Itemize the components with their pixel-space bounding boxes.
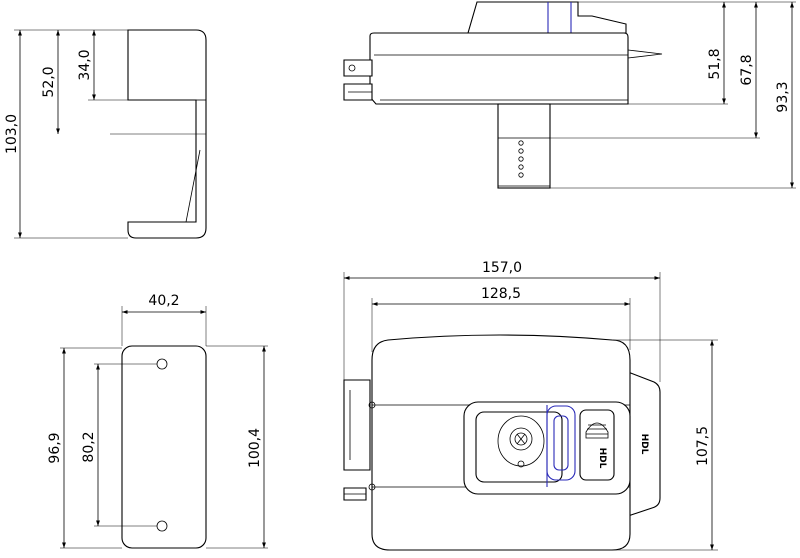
- plate-view: 40,2 96,9 80,2 100,4: [47, 293, 268, 549]
- brand-logo: HDL: [597, 448, 607, 469]
- dim-top-h2: 67,8: [739, 54, 755, 85]
- dim-side-top-height: 34,0: [77, 49, 93, 80]
- dim-top-h1: 51,8: [707, 48, 723, 79]
- dim-plate-width: 40,2: [148, 293, 179, 309]
- plate-outline: [121, 345, 207, 549]
- dim-side-total-height: 103,0: [4, 114, 20, 154]
- dim-plate-inner-height: 96,9: [47, 432, 63, 463]
- dim-front-height: 107,5: [695, 426, 711, 466]
- dim-plate-total-height: 100,4: [247, 428, 263, 468]
- brand-logo-side: HDL: [639, 434, 649, 455]
- side-view: 103,0 52,0 34,0: [4, 29, 207, 239]
- top-view: 51,8 67,8 93,3: [343, 1, 796, 189]
- front-view: HDL HDL 157,0 128,5 107,5: [343, 260, 718, 551]
- side-view-outline: [127, 29, 207, 239]
- dim-plate-hole-distance: 80,2: [81, 431, 97, 462]
- dim-top-h3: 93,3: [775, 81, 791, 112]
- dim-front-total-width: 157,0: [482, 260, 522, 276]
- dim-side-mid-height: 52,0: [41, 66, 57, 97]
- dim-front-body-width: 128,5: [481, 286, 521, 302]
